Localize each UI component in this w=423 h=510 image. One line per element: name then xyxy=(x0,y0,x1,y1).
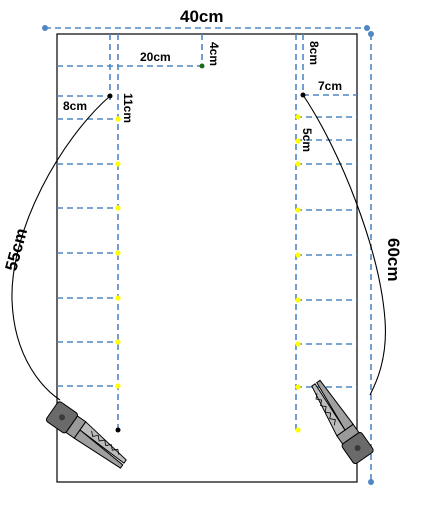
wire-length-label: 55cm xyxy=(2,226,32,273)
left-marker xyxy=(115,339,121,345)
right-markers xyxy=(295,114,301,433)
right-start-point xyxy=(300,92,306,98)
left-drop-label: 11cm xyxy=(121,93,135,123)
left-end-point xyxy=(115,427,121,433)
height-total-label: 60cm xyxy=(384,238,403,281)
top-offset-right-label: 8cm xyxy=(307,41,321,65)
left-marker xyxy=(115,161,121,167)
right-offset-label: 7cm xyxy=(318,79,342,93)
top-offset-small-label: 4cm xyxy=(207,42,221,66)
right-marker xyxy=(295,427,301,433)
right-marker xyxy=(295,138,301,144)
right-marker xyxy=(295,252,301,258)
left-marker xyxy=(115,205,121,211)
left-start-point xyxy=(107,93,113,99)
right-spacing-label: 5cm xyxy=(300,128,314,152)
right-marker xyxy=(295,161,301,167)
alligator-clip-icon xyxy=(311,379,374,465)
right-wire xyxy=(302,94,386,396)
right-marker xyxy=(295,341,301,347)
left-vertical-guides xyxy=(109,34,119,430)
right-marker xyxy=(295,114,301,120)
left-markers xyxy=(115,116,121,389)
left-offset-label: 8cm xyxy=(63,99,87,113)
right-marker xyxy=(295,384,301,390)
left-marker xyxy=(115,383,121,389)
width-total-label: 40cm xyxy=(180,7,223,26)
center-offset-label: 20cm xyxy=(140,50,171,64)
alligator-clip-icon xyxy=(45,401,127,469)
right-marker xyxy=(295,297,301,303)
right-vertical-guides xyxy=(295,34,304,430)
left-marker xyxy=(115,295,121,301)
right-row-lines xyxy=(296,116,357,388)
left-wire xyxy=(11,95,111,401)
board-outline xyxy=(56,33,358,483)
left-marker xyxy=(115,250,121,256)
left-marker xyxy=(115,116,121,122)
center-point xyxy=(199,63,205,69)
right-marker xyxy=(295,207,301,213)
width-dimension xyxy=(42,25,370,31)
height-dimension xyxy=(368,31,374,485)
